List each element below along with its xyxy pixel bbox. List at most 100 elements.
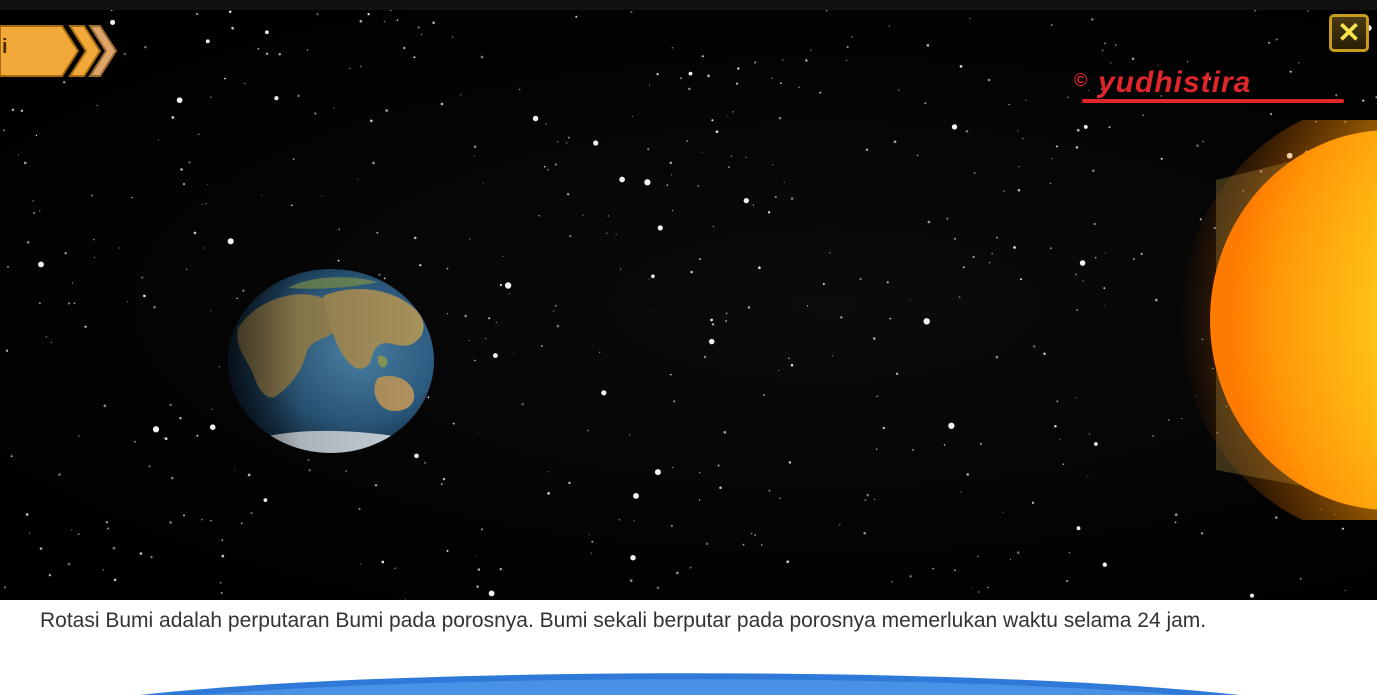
star [337, 259, 340, 262]
star [1181, 417, 1183, 420]
star [958, 296, 961, 299]
star [452, 36, 454, 38]
back-chevron-button[interactable] [0, 24, 120, 78]
star [1103, 42, 1107, 45]
star [1076, 128, 1080, 132]
star [1094, 442, 1098, 446]
star [357, 178, 359, 180]
star [768, 489, 771, 492]
star [710, 318, 713, 322]
star [1076, 309, 1079, 312]
star [11, 108, 15, 111]
star [631, 115, 634, 117]
star [590, 552, 593, 554]
star [1201, 532, 1204, 535]
star [211, 408, 213, 411]
close-button[interactable]: ✕ [1329, 14, 1369, 52]
star [1017, 130, 1019, 132]
star [474, 359, 476, 362]
brand-underline [1082, 99, 1344, 103]
star [1249, 593, 1255, 598]
star [39, 302, 41, 305]
star [656, 586, 660, 590]
star [730, 155, 733, 158]
star [508, 293, 510, 295]
star [1341, 527, 1344, 530]
star [911, 448, 915, 452]
star [840, 316, 843, 319]
star [782, 59, 784, 61]
star [1299, 578, 1302, 580]
star [460, 94, 462, 96]
star [1103, 287, 1106, 290]
star [657, 225, 663, 231]
star [4, 586, 7, 589]
star [274, 96, 279, 101]
star [599, 351, 601, 353]
star [790, 363, 794, 367]
star [717, 464, 720, 467]
star [440, 483, 443, 486]
star [763, 394, 765, 396]
star [606, 232, 608, 234]
star [446, 267, 449, 270]
star [615, 233, 617, 235]
star [1051, 157, 1053, 160]
star [582, 214, 584, 216]
star [708, 338, 715, 345]
star [670, 373, 672, 376]
star [1269, 112, 1273, 116]
star [966, 473, 970, 476]
star [619, 268, 622, 270]
star [1002, 511, 1004, 513]
star [35, 134, 38, 137]
star [1289, 70, 1292, 73]
star [1275, 38, 1278, 41]
star [943, 444, 946, 446]
star [141, 276, 144, 279]
star [916, 154, 919, 157]
star [932, 567, 934, 570]
star [221, 539, 224, 542]
star [112, 546, 116, 550]
star [971, 587, 973, 589]
star [221, 554, 225, 558]
star [977, 591, 980, 593]
star [102, 569, 104, 571]
star [953, 237, 956, 240]
star [711, 119, 714, 122]
star [670, 524, 673, 527]
star [567, 136, 570, 139]
star [948, 422, 955, 429]
star [629, 579, 633, 582]
star [38, 261, 44, 268]
star [909, 575, 912, 578]
star [257, 47, 260, 50]
star [972, 255, 975, 259]
star [502, 255, 504, 257]
star [543, 165, 546, 168]
star [698, 258, 701, 261]
star [688, 87, 691, 91]
star [1131, 57, 1135, 60]
star [383, 277, 386, 280]
star [1140, 252, 1143, 255]
star [1049, 247, 1052, 250]
star [139, 552, 143, 555]
star [889, 317, 892, 320]
star [876, 448, 878, 450]
star [1268, 41, 1271, 44]
star [644, 179, 651, 186]
star [476, 585, 479, 588]
star [77, 533, 80, 536]
star [1067, 96, 1069, 98]
star [556, 324, 560, 328]
star [1108, 126, 1111, 129]
star [148, 465, 151, 468]
star [988, 261, 991, 264]
star [227, 238, 234, 245]
brand-name: yudhistira [1098, 66, 1252, 99]
star [1208, 78, 1211, 81]
star [1186, 61, 1189, 63]
star [321, 195, 323, 197]
